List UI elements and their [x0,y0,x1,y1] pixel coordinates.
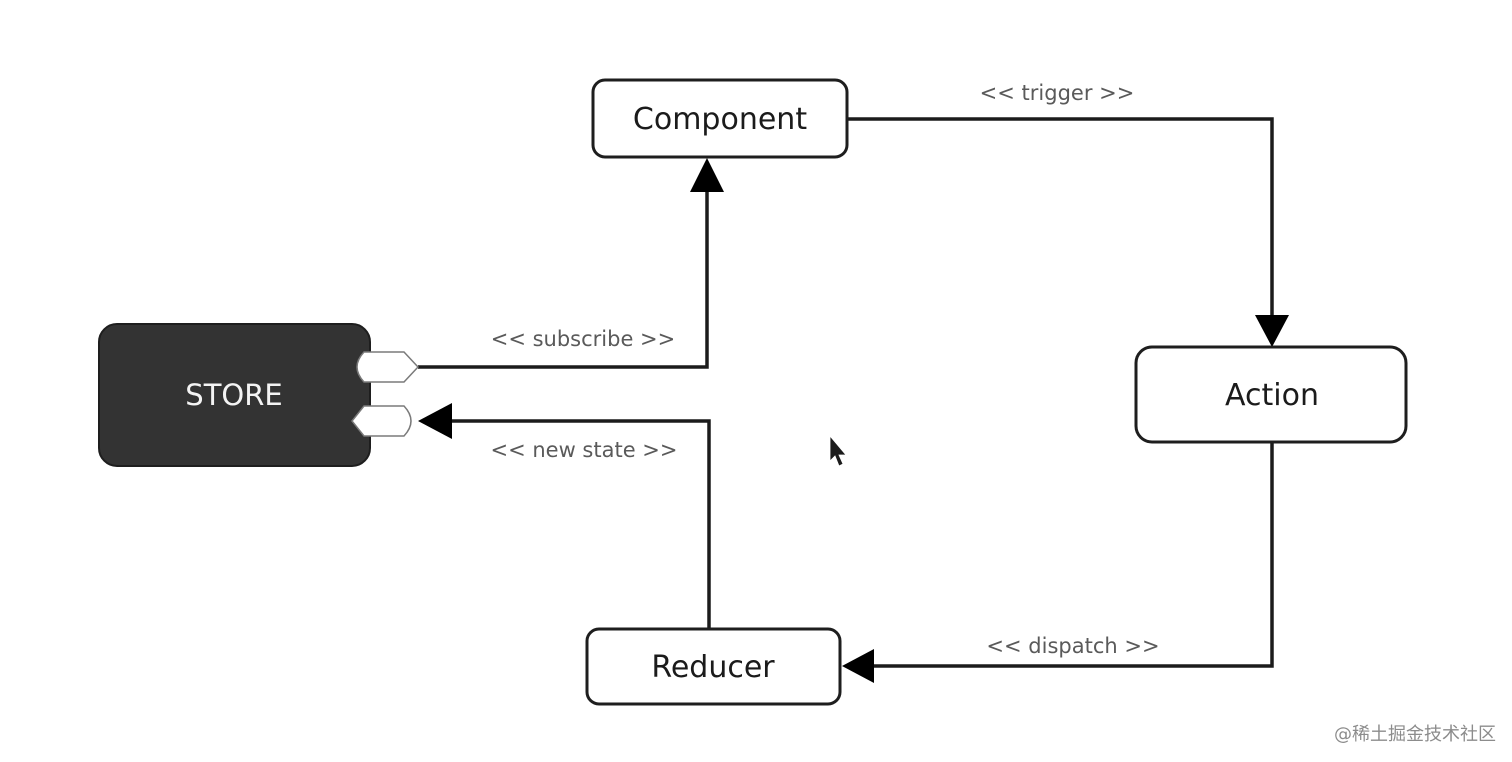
edge-subscribe-line [418,190,709,369]
watermark: @稀土掘金技术社区 [1334,724,1496,745]
component-node[interactable]: Component [591,78,849,159]
edge-label-trigger: << trigger >> [980,81,1135,105]
arrowhead-to-reducer [842,649,874,683]
store-node-label: STORE [185,378,282,412]
edge-dispatch-line [874,442,1274,668]
mouse-cursor-icon [829,434,847,467]
reducer-node[interactable]: Reducer [585,627,842,706]
arrowhead-to-component [690,158,724,192]
edge-trigger-line [847,117,1274,318]
store-output-port [356,351,420,383]
edge-label-new-state: << new state >> [490,438,677,462]
store-input-port [351,405,412,437]
arrowhead-to-store [418,403,452,439]
edge-new-state-line [450,419,711,629]
reducer-node-label: Reducer [651,650,775,685]
store-node[interactable]: STORE [98,323,420,467]
action-node-label: Action [1225,378,1319,413]
component-node-label: Component [633,102,807,137]
edge-label-dispatch: << dispatch >> [986,634,1159,658]
arrowhead-to-action [1255,315,1289,347]
edge-label-subscribe: << subscribe >> [491,327,676,351]
action-node[interactable]: Action [1134,345,1408,444]
